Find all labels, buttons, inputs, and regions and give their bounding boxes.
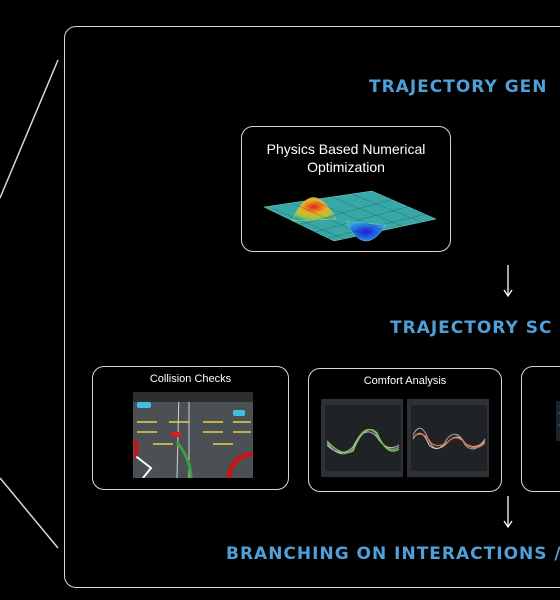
collision-checks-title: Collision Checks (149, 373, 232, 385)
collision-thumbnail (133, 392, 253, 478)
third-card-thumbnail (552, 393, 560, 453)
down-arrow-icon (503, 496, 513, 529)
optimization-card-title-line2: Optimization (307, 159, 385, 175)
comfort-plot-left (321, 399, 403, 477)
pipeline-frame (64, 26, 560, 588)
comfort-plot-right (407, 399, 489, 477)
third-scoring-card[interactable] (521, 366, 560, 492)
trajectory-generation-heading: TRAJECTORY GEN (369, 77, 548, 97)
zoom-connector-lines (0, 59, 59, 549)
branching-heading: BRANCHING ON INTERACTIONS / (226, 544, 560, 564)
comfort-analysis-title: Comfort Analysis (363, 375, 447, 387)
down-arrow-icon (503, 265, 513, 298)
trajectory-scoring-heading: TRAJECTORY SC (390, 318, 553, 338)
optimization-card[interactable]: Physics Based Numerical Optimization (241, 126, 451, 252)
comfort-analysis-card[interactable]: Comfort Analysis (308, 368, 502, 492)
surface-plot-icon (263, 190, 437, 242)
optimization-card-title-line1: Physics Based Numerical (266, 141, 426, 157)
collision-checks-card[interactable]: Collision Checks (92, 366, 289, 490)
